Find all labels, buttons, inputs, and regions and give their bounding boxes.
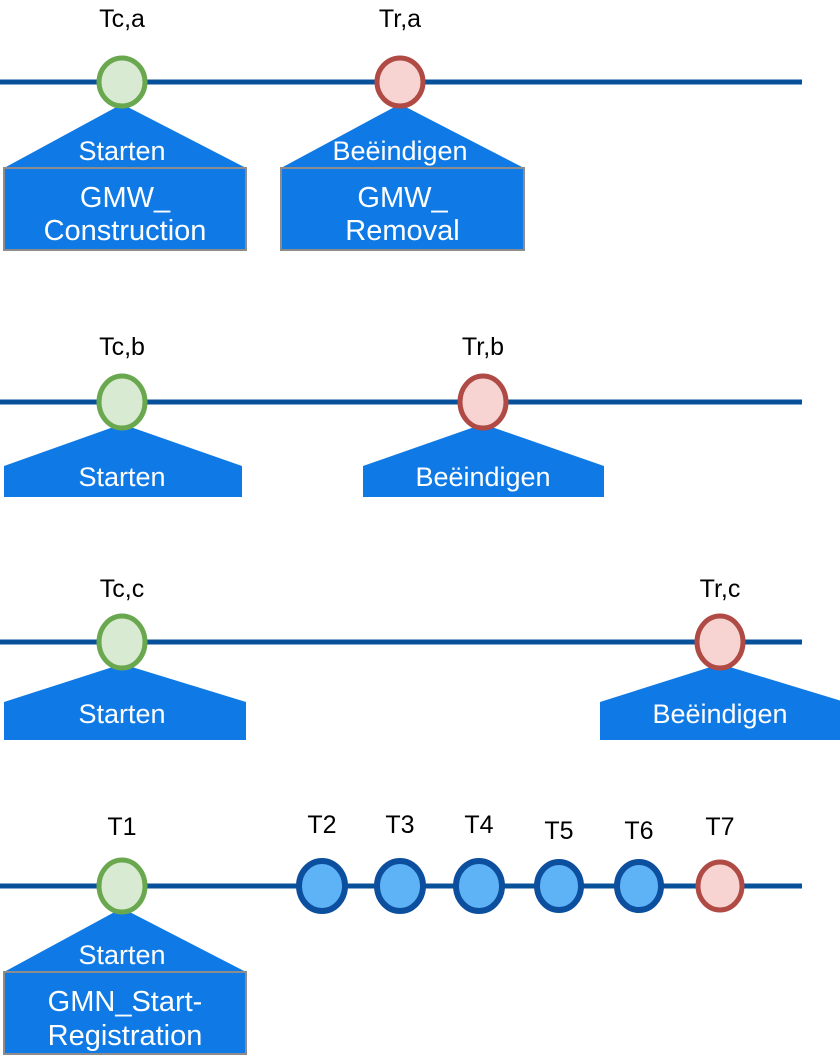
text-layer: StartenGMW_ConstructionBeëindigenGMW_Rem… [44,5,788,1052]
gmw-removal-box-label-0: GMW_ [357,182,448,214]
t2-marker[interactable] [296,858,348,914]
tr-a-label: Tr,a [379,5,421,33]
t7-label: T7 [705,813,734,841]
starten-c-pentagon [4,664,246,740]
tc-a-marker[interactable] [96,55,148,109]
gmw-construction-box-label-1: Construction [44,215,207,247]
t3-label: T3 [385,811,414,839]
shape-layer [3,104,840,1055]
t7-marker[interactable] [695,859,745,913]
gmw-removal-box-label-1: Removal [345,215,459,247]
gmw-removal-box [280,167,525,251]
gmn-start-registration-box [3,971,247,1055]
tc-c-label: Tc,c [100,575,144,603]
gmw-construction-roof-label: Starten [78,136,165,166]
starten-b-pentagon [4,424,242,497]
gmn-start-registration-box-label-1: Registration [48,1020,203,1052]
t2-label: T2 [307,811,336,839]
tc-c-marker[interactable] [96,613,148,671]
gmn-start-registration-roof-label: Starten [78,940,165,970]
t6-marker[interactable] [614,859,664,913]
beeindigen-b-roof-label: Beëindigen [415,462,550,492]
gmn-start-registration-roof [4,908,246,972]
starten-b-roof-label: Starten [78,462,165,492]
gmw-construction-box-label-0: GMW_ [80,182,171,214]
tr-b-label: Tr,b [462,333,504,361]
tc-b-label: Tc,b [99,333,145,361]
beeindigen-b-pentagon [363,424,604,497]
tc-a-label: Tc,a [99,5,145,33]
tr-b-marker[interactable] [457,373,509,431]
gmw-construction-roof [4,104,246,168]
beeindigen-c-pentagon [600,664,840,740]
gmw-removal-roof-label: Beëindigen [332,136,467,166]
tc-b-marker[interactable] [96,373,148,431]
t5-marker[interactable] [534,859,584,913]
t1-marker[interactable] [96,857,148,915]
t5-label: T5 [544,817,573,845]
gmw-removal-roof [281,104,524,168]
t6-label: T6 [624,817,653,845]
t3-marker[interactable] [374,858,426,914]
t1-label: T1 [107,813,136,841]
gmw-construction-box [3,167,247,251]
gmn-start-registration-box-label-0: GMN_Start- [48,986,203,1018]
t4-label: T4 [464,811,493,839]
tr-c-label: Tr,c [700,575,741,603]
beeindigen-c-roof-label: Beëindigen [652,699,787,729]
tr-a-marker[interactable] [374,55,426,109]
t4-marker[interactable] [453,858,505,914]
starten-c-roof-label: Starten [78,699,165,729]
marker-layer [96,55,746,915]
tr-c-marker[interactable] [694,613,746,671]
